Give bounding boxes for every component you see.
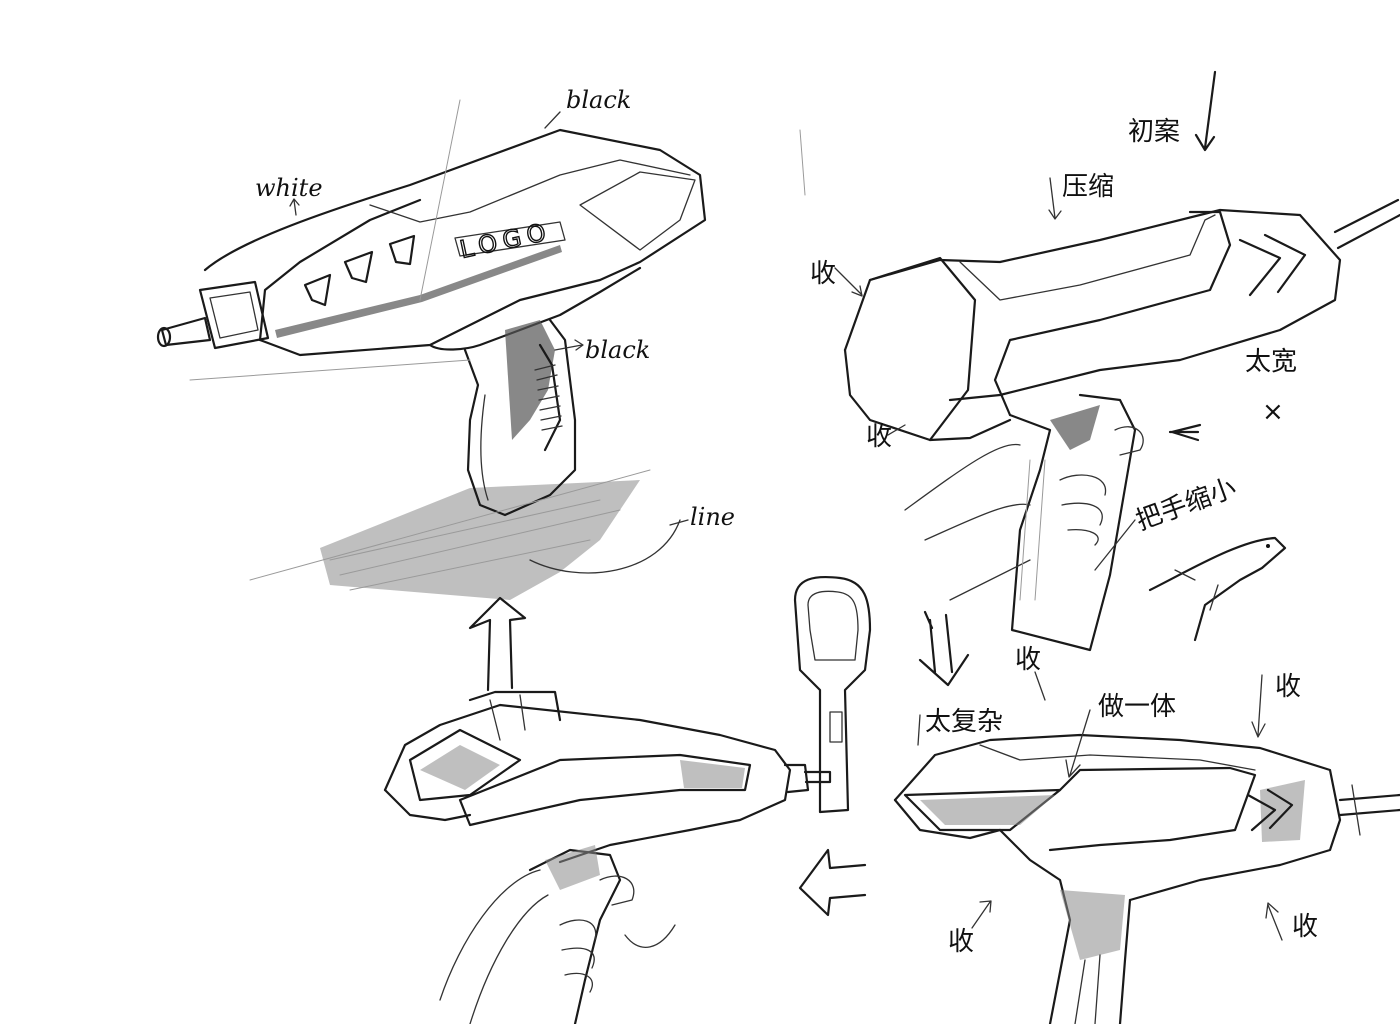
annotation-shou-4: 收 xyxy=(1275,672,1301,702)
annotation-line: line xyxy=(690,503,735,531)
annotation-compress: 压缩 xyxy=(1062,172,1114,202)
annotation-shou-5: 收 xyxy=(948,927,974,957)
annotation-shou-6: 收 xyxy=(1292,912,1318,942)
annotation-shou-3: 收 xyxy=(1015,645,1041,675)
annotation-white: white xyxy=(255,174,323,202)
glue-gun-sketch-2 xyxy=(843,198,1400,652)
annotation-grip-shrink: 把手缩小 xyxy=(1132,473,1240,537)
annotation-shou-2: 收 xyxy=(866,422,892,452)
sketch-title: 初案 xyxy=(1128,117,1180,147)
glue-gun-back-view xyxy=(793,575,872,814)
annotation-shou-1: 收 xyxy=(810,259,836,289)
annotation-black-grip: black xyxy=(585,336,650,364)
arrow-left-icon xyxy=(798,848,867,917)
annotation-too-complex: 太复杂 xyxy=(925,707,1003,737)
glue-gun-sketch-1: LOGO xyxy=(156,99,806,600)
glue-gun-sketch-3 xyxy=(383,596,832,1024)
annotation-integrate: 做一体 xyxy=(1098,692,1176,722)
annotation-black-top: black xyxy=(566,86,631,114)
annotation-too-wide: 太宽 xyxy=(1245,347,1297,377)
glue-gun-sketch-4 xyxy=(893,733,1400,1024)
annotation-too-wide-mark: × xyxy=(1262,397,1284,427)
